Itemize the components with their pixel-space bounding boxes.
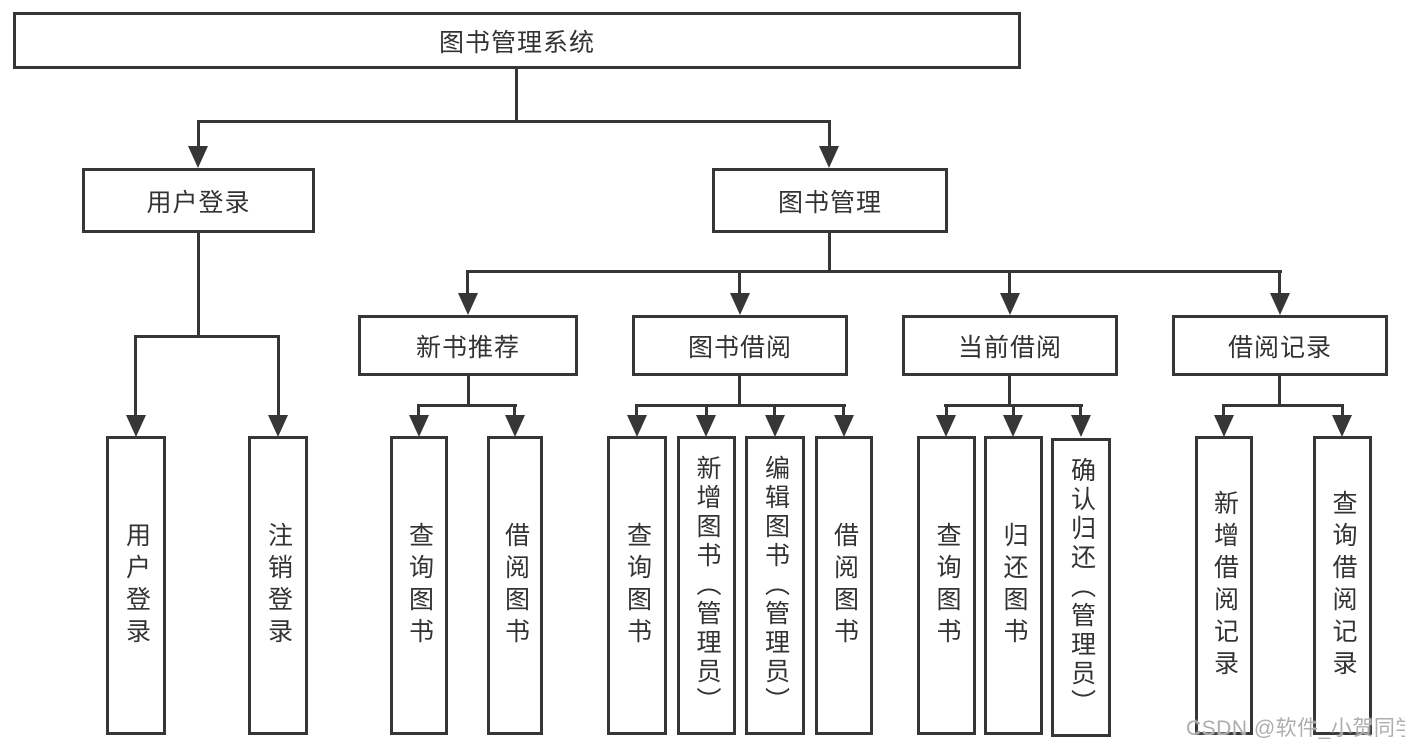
node-label: 借阅图书 [501,521,530,650]
connector-line [197,122,200,149]
watermark: CSDN @软件_小贺同学 [1186,717,1405,740]
connector-line [828,233,831,272]
node-label: 借阅图书 [830,521,859,650]
node-book-management: 图书管理 [712,168,948,233]
node-label: 新书推荐 [415,333,520,362]
node-label: 查询借阅记录 [1329,489,1357,682]
node-label: 查询图书 [405,521,434,650]
connector-line [467,376,470,406]
connector-line [828,122,831,149]
node-query-borrow-record: 查询借阅记录 [1313,436,1372,735]
node-label: 归还图书 [1000,521,1028,650]
node-return-book: 归还图书 [984,436,1043,735]
arrowhead-icon [126,415,146,437]
node-query-book: 查询图书 [607,436,667,735]
connector-line [1222,404,1344,407]
node-library-management-system: 图书管理系统 [13,12,1021,69]
node-book-borrow: 图书借阅 [632,315,848,376]
node-query-current-borrow: 查询图书 [917,436,976,735]
connector-line [134,337,137,417]
connector-line [635,406,638,417]
node-query-book-recommend: 查询图书 [390,436,448,735]
arrowhead-icon [1071,415,1091,437]
connector-line [1278,376,1281,406]
node-edit-book-admin: 编辑图书（管理员） [745,436,805,735]
node-label: 用户登录 [146,188,251,217]
connector-line [417,406,420,417]
node-label: 当前借阅 [957,333,1062,362]
node-borrow-book: 借阅图书 [815,436,873,735]
connector-line [513,406,516,417]
node-label: 图书管理 [777,188,882,217]
arrowhead-icon [1003,415,1023,437]
node-borrow-book-recommend: 借阅图书 [487,436,543,735]
node-logout: 注销登录 [248,436,308,735]
arrowhead-icon [1000,293,1020,315]
connector-line [197,233,200,337]
arrowhead-icon [627,415,647,437]
node-label: 编辑图书（管理员） [761,455,790,716]
connector-line [466,272,469,295]
connector-line [773,406,776,417]
connector-line [277,337,280,417]
arrowhead-icon [696,415,716,437]
connector-line [417,404,517,407]
node-add-borrow-record: 新增借阅记录 [1195,436,1253,735]
node-label: 新增图书（管理员） [693,455,721,716]
node-label: 新增借阅记录 [1210,489,1239,682]
node-user-login-leaf: 用户登录 [106,436,166,735]
connector-line [1012,406,1015,417]
connector-line [197,120,831,123]
node-user-login: 用户登录 [82,168,315,233]
node-add-book-admin: 新增图书（管理员） [677,436,736,735]
arrowhead-icon [458,293,478,315]
arrowhead-icon [730,293,750,315]
arrowhead-icon [1332,415,1352,437]
arrowhead-icon [188,146,208,168]
connector-line [1079,406,1082,417]
arrowhead-icon [1270,293,1290,315]
node-label: 图书借阅 [687,333,792,362]
connector-line [705,406,708,417]
connector-line [134,335,280,338]
connector-line [1008,376,1011,406]
arrowhead-icon [505,415,525,437]
arrowhead-icon [765,415,785,437]
node-current-borrow: 当前借阅 [902,315,1118,376]
node-label: 查询图书 [623,521,652,650]
connector-line [944,404,1083,407]
node-label: 注销登录 [264,521,293,650]
connector-line [635,404,846,407]
node-label: 查询图书 [933,521,961,650]
connector-line [738,376,741,406]
connector-line [945,406,948,417]
connector-line [738,272,741,295]
node-label: 图书管理系统 [438,28,595,57]
arrowhead-icon [268,415,288,437]
connector-line [1008,272,1011,295]
node-borrow-record: 借阅记录 [1172,315,1388,376]
arrowhead-icon [834,415,854,437]
connector-line [1222,406,1225,417]
connector-line [466,270,1282,273]
connector-line [1278,272,1281,295]
arrowhead-icon [819,146,839,168]
node-label: 用户登录 [122,521,151,650]
node-label: 确认归还（管理员） [1067,457,1096,718]
arrowhead-icon [409,415,429,437]
connector-line [515,68,518,123]
arrowhead-icon [1214,415,1234,437]
node-confirm-return-admin: 确认归还（管理员） [1051,438,1111,737]
connector-line [1341,406,1344,417]
connector-line [842,406,845,417]
node-label: 借阅记录 [1227,333,1332,362]
arrowhead-icon [936,415,956,437]
node-new-book-recommend: 新书推荐 [358,315,578,376]
